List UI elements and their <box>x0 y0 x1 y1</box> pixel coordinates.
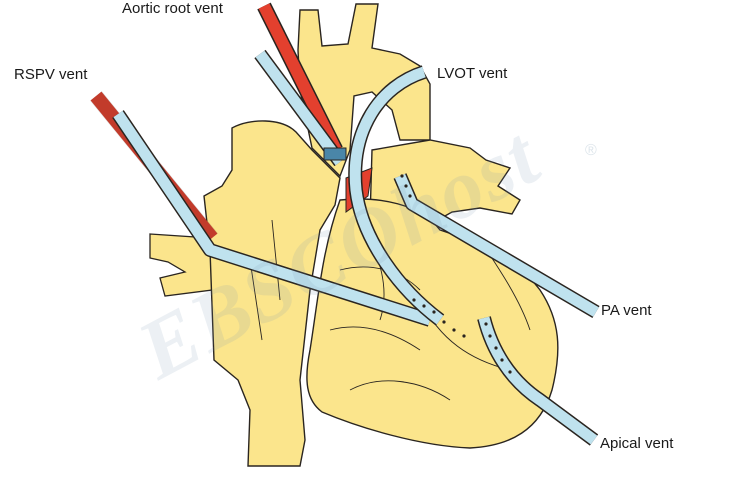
apical-vent-label: Apical vent <box>600 435 674 452</box>
lvot-vent-label: LVOT vent <box>437 65 508 82</box>
rspv-vent-label: RSPV vent <box>14 66 88 83</box>
lvot-vent-catheter-fill <box>349 66 444 325</box>
watermark-registered-mark: ® <box>585 142 597 159</box>
rspv-vent-catheter-fill <box>113 110 432 326</box>
aortic-root-vent-red-fill <box>258 3 342 153</box>
catheter-side-holes <box>400 174 512 374</box>
aortic-root-vent-label: Aortic root vent <box>122 0 223 17</box>
right-atrium-svc <box>203 120 341 467</box>
pa-vent-label: PA vent <box>601 302 652 319</box>
apical-vent-catheter-fill <box>478 316 598 445</box>
aortic-root-vent-catheter-fill <box>255 50 345 166</box>
aortic-root-vent-clamp <box>323 147 347 161</box>
pa-vent-catheter-fill <box>394 173 599 317</box>
